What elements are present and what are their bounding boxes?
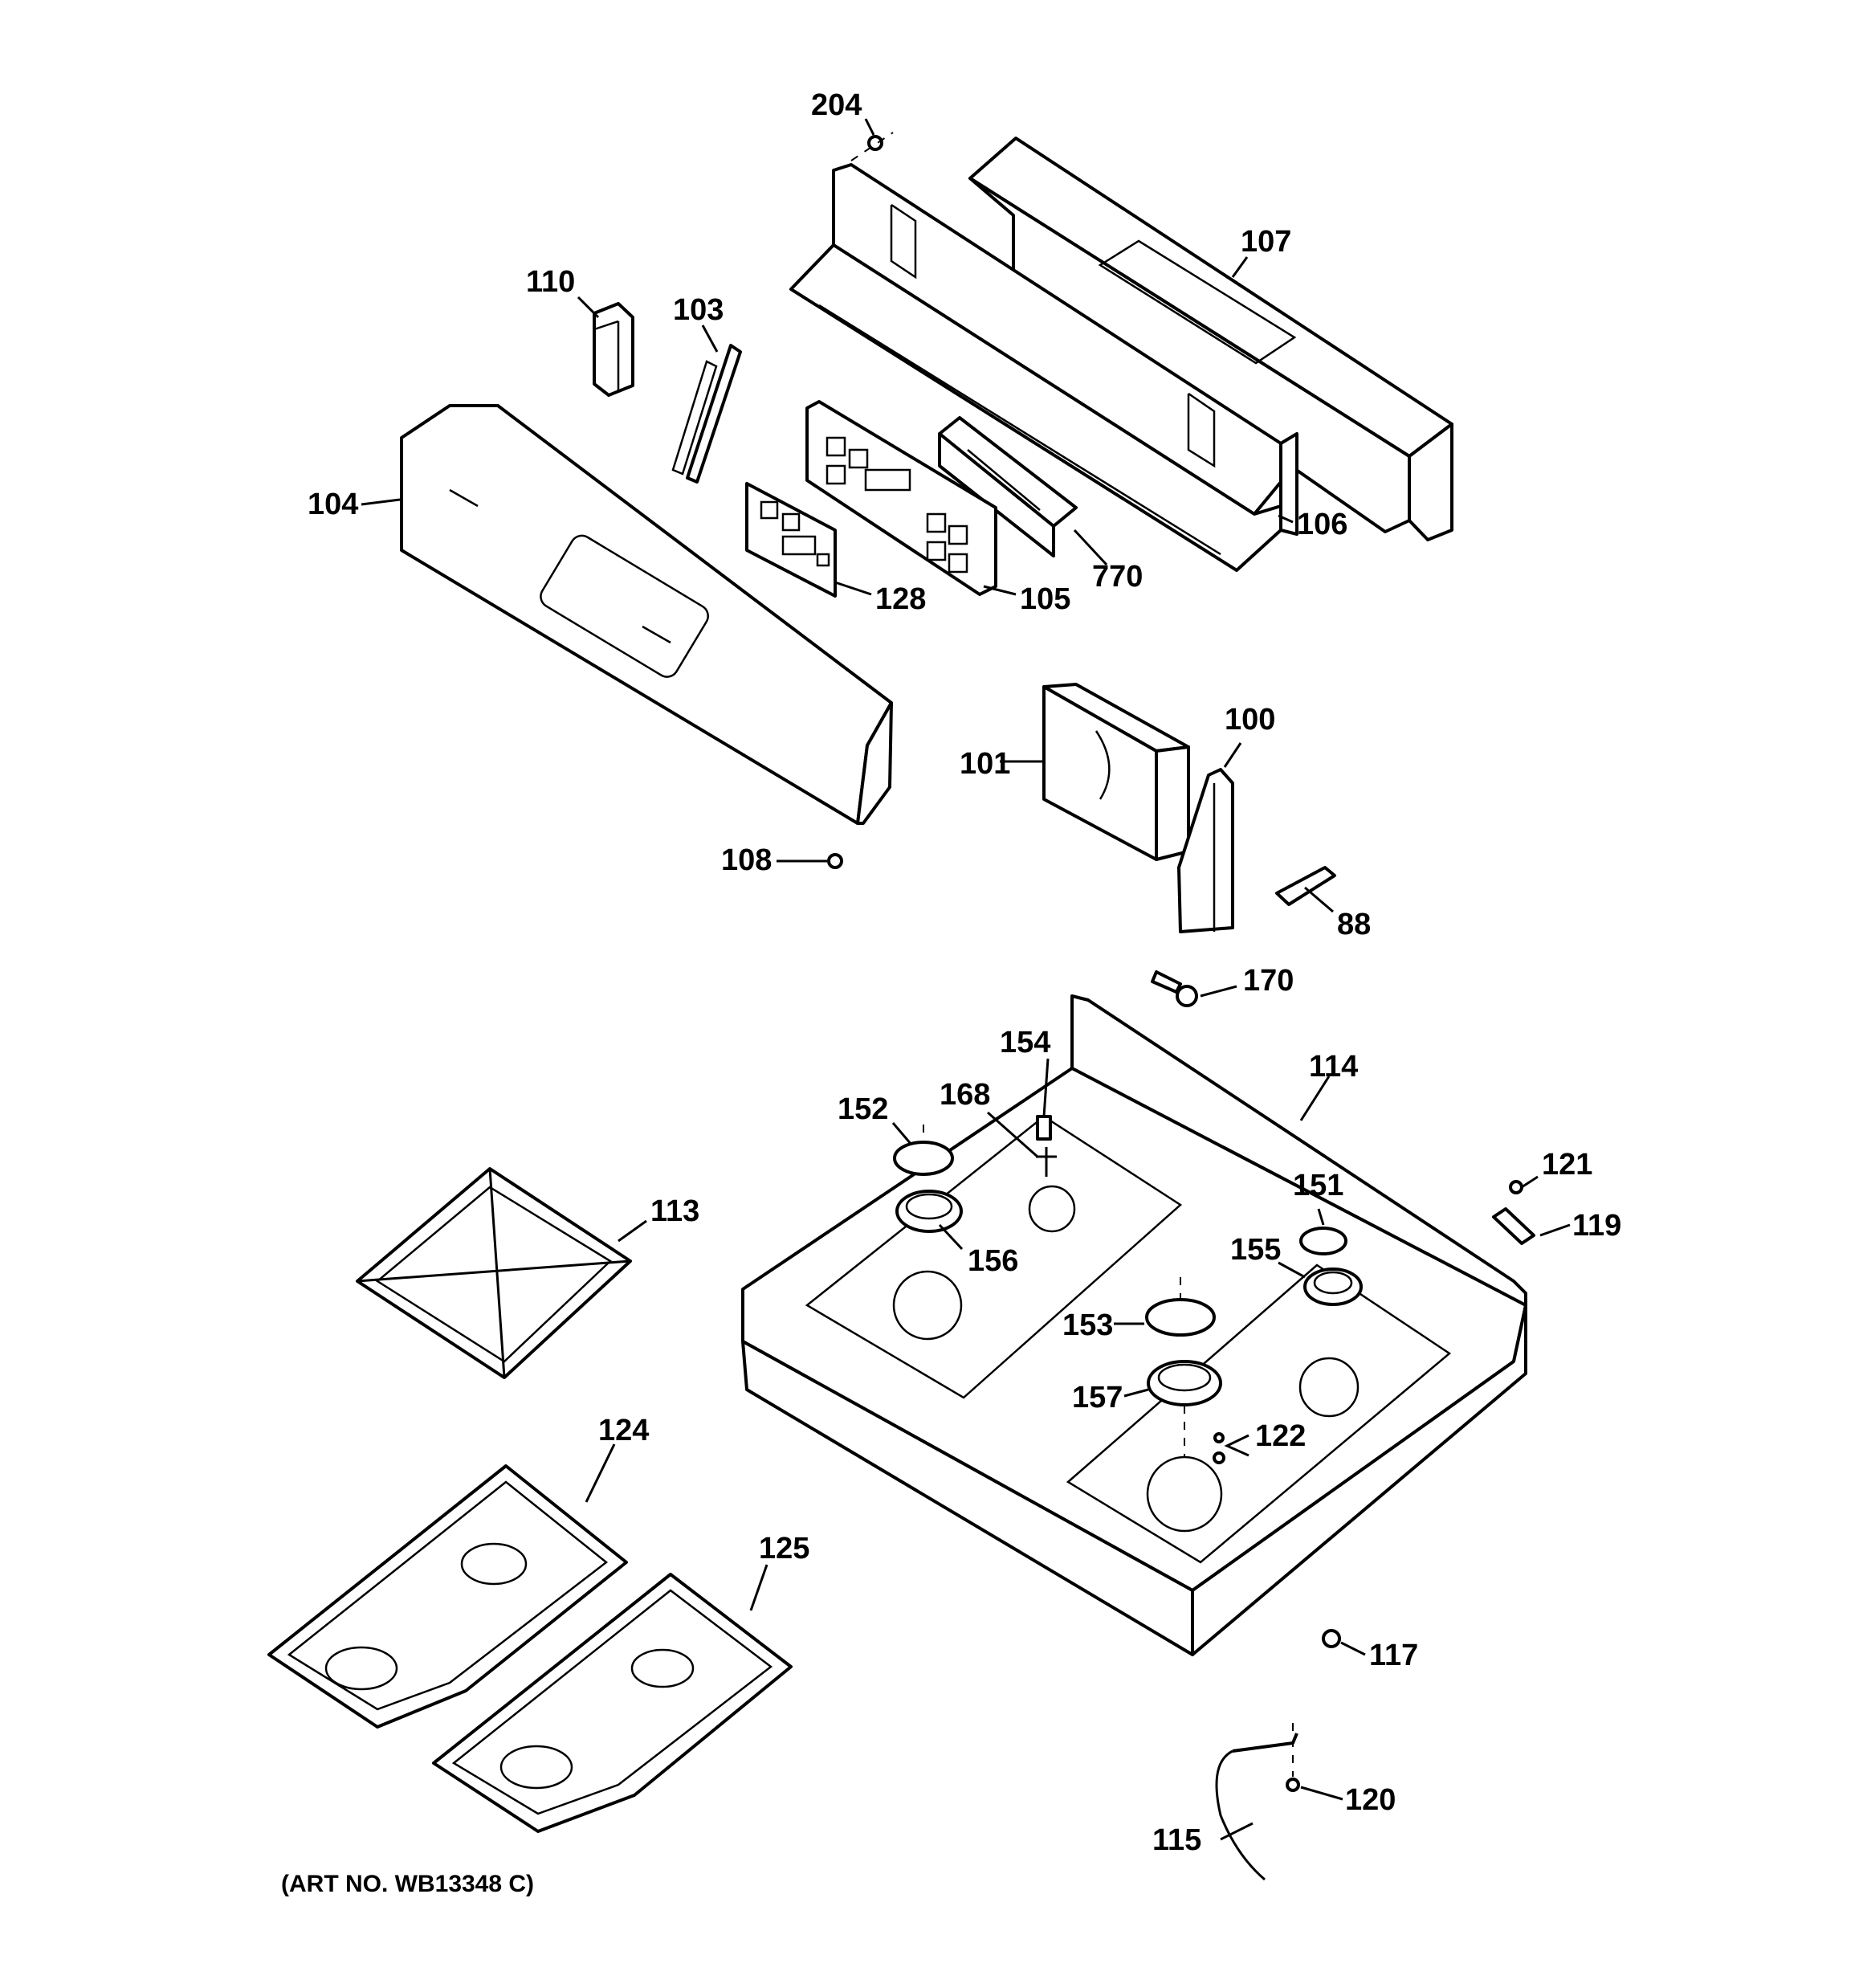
label-101: 101: [960, 747, 1010, 781]
part-88-clip: [1275, 866, 1336, 906]
label-117: 117: [1369, 1639, 1418, 1672]
part-154-orifice: [1036, 1115, 1052, 1141]
label-107: 107: [1241, 225, 1291, 259]
label-152: 152: [838, 1092, 888, 1126]
part-115-tube: [1215, 1733, 1298, 1881]
part-107-back-trim: [968, 137, 1453, 541]
part-120-screw: [1286, 1723, 1300, 1792]
label-119: 119: [1572, 1209, 1621, 1243]
part-106-backguard: [789, 163, 1298, 572]
label-155: 155: [1230, 1233, 1281, 1267]
part-122-screw: [1213, 1432, 1225, 1464]
part-124-drip-pan: [267, 1464, 628, 1729]
label-113: 113: [650, 1194, 699, 1228]
label-168: 168: [940, 1078, 990, 1112]
part-104-control-panel: [400, 404, 893, 825]
label-122: 122: [1255, 1419, 1306, 1453]
part-153-burner-cap: [1145, 1277, 1216, 1337]
label-106: 106: [1297, 508, 1347, 541]
part-113-grate: [356, 1167, 632, 1379]
label-115: 115: [1152, 1823, 1201, 1857]
part-204-screw: [850, 132, 894, 161]
art-number: (ART NO. WB13348 C): [281, 1871, 534, 1897]
label-124: 124: [598, 1414, 649, 1447]
label-770: 770: [1092, 560, 1143, 594]
label-121: 121: [1542, 1148, 1592, 1182]
label-114: 114: [1309, 1050, 1358, 1084]
leader-lines: [361, 118, 1571, 1841]
label-88: 88: [1337, 908, 1371, 941]
part-103-bracket: [671, 344, 742, 484]
label-151: 151: [1293, 1169, 1343, 1202]
part-110-module: [593, 302, 634, 397]
label-103: 103: [673, 293, 724, 327]
part-170-screw: [1151, 970, 1198, 1007]
part-128-overlay: [745, 482, 837, 598]
part-108-screw: [827, 853, 843, 869]
part-100-side-bracket: [1177, 768, 1234, 933]
part-101-shield: [1042, 683, 1190, 861]
label-128: 128: [875, 582, 926, 616]
part-770-bracket: [938, 416, 1078, 557]
label-170: 170: [1243, 964, 1294, 998]
part-125-drip-pan: [432, 1573, 793, 1833]
part-155-burner-head: [1303, 1268, 1363, 1306]
part-152-burner-cap: [893, 1125, 954, 1176]
label-153: 153: [1062, 1308, 1113, 1342]
part-168-spring: [1036, 1147, 1057, 1177]
label-108: 108: [721, 843, 772, 877]
label-157: 157: [1072, 1381, 1123, 1414]
label-154: 154: [1000, 1026, 1050, 1059]
callout-labels: 204 107 110 103 104 106 770 128 105 100 …: [281, 88, 1621, 1897]
part-117-nut: [1322, 1629, 1341, 1648]
label-104: 104: [308, 488, 358, 521]
label-125: 125: [759, 1532, 809, 1565]
part-157-burner-head: [1147, 1360, 1222, 1458]
part-105-control-board: [805, 400, 997, 596]
part-151-burner-cap: [1299, 1227, 1347, 1255]
part-119-bracket: [1492, 1207, 1535, 1245]
label-120: 120: [1345, 1783, 1396, 1817]
part-156-burner-head: [895, 1190, 963, 1233]
part-121-screw: [1509, 1180, 1523, 1194]
label-105: 105: [1020, 582, 1070, 616]
label-100: 100: [1225, 703, 1275, 737]
label-204: 204: [811, 88, 862, 122]
label-156: 156: [968, 1244, 1018, 1278]
label-110: 110: [526, 265, 575, 299]
